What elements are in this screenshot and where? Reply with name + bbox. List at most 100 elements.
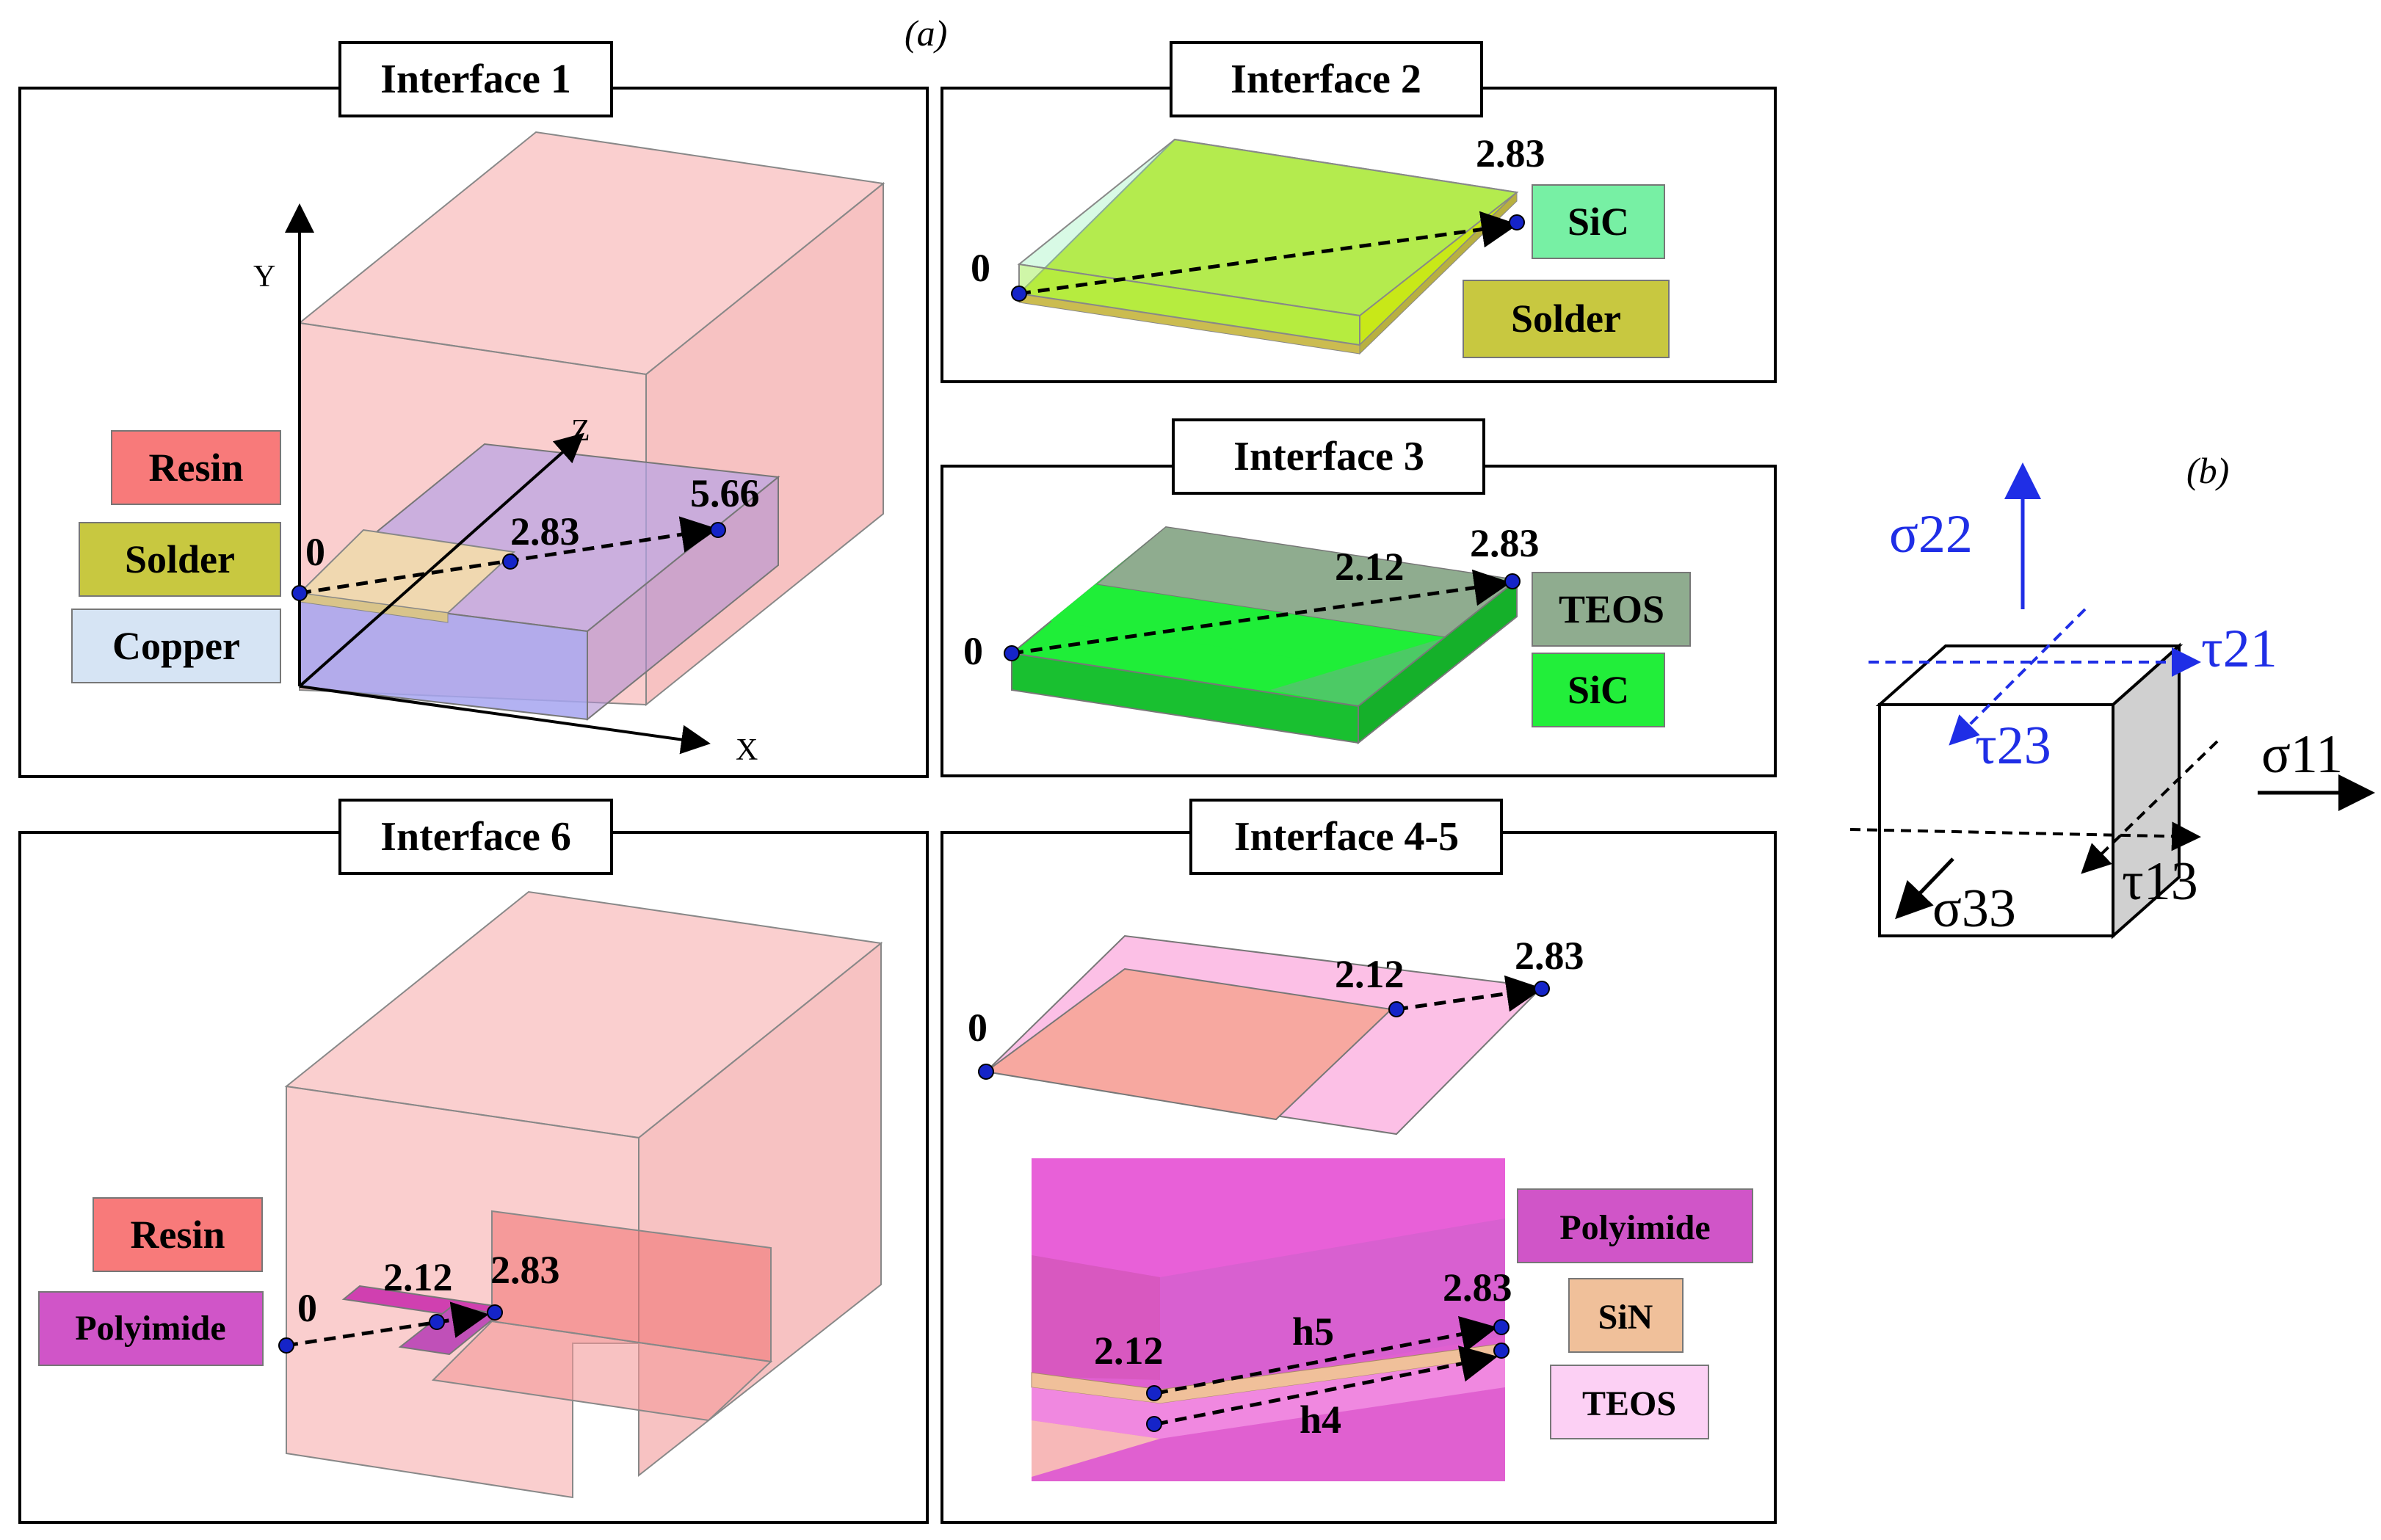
- panel-title: Interface 3: [1233, 434, 1424, 479]
- point-marker: [487, 1304, 503, 1321]
- cross-section-zoom: [1031, 1158, 1506, 1481]
- panel-title-box: [338, 799, 613, 875]
- panel-title-box: [338, 41, 613, 117]
- point-marker: [1004, 645, 1020, 661]
- value-label: 0: [968, 1006, 987, 1050]
- resin-block: [284, 890, 883, 1499]
- legend-label: Solder: [1511, 297, 1621, 341]
- tau23-label: τ23: [1975, 716, 2051, 776]
- value-label: 5.66: [690, 471, 760, 515]
- point-marker: [1504, 573, 1521, 589]
- value-label: 2.83: [1476, 131, 1545, 175]
- legend-swatch-solder: [1463, 280, 1670, 358]
- legend-label: Resin: [130, 1213, 225, 1257]
- path-line: [1018, 211, 1518, 296]
- legend-swatch-sic: [1532, 653, 1665, 727]
- point-marker: [1146, 1416, 1162, 1432]
- legend-swatch-polyimide: [38, 1291, 264, 1366]
- panel-title: Interface 2: [1231, 57, 1421, 102]
- legend-swatch-teos: [1550, 1365, 1709, 1439]
- sic-solder-stack: [1017, 138, 1519, 355]
- legend-swatch-teos: [1532, 572, 1691, 647]
- panel-title-box: [1170, 41, 1483, 117]
- legend-label: SiC: [1568, 668, 1629, 712]
- point-marker: [1509, 214, 1525, 230]
- legend: Polyimide SiN TEOS: [1517, 1188, 1753, 1439]
- dashed-guide: [1849, 821, 2201, 851]
- path-line: [1011, 569, 1511, 655]
- sigma33-arrow: [1895, 857, 1954, 920]
- legend-swatch-solder: [79, 522, 281, 597]
- point-marker: [1493, 1319, 1510, 1335]
- legend: TEOS SiC: [1532, 572, 1691, 727]
- value-label: 2.83: [490, 1248, 560, 1292]
- panel-title: Interface 6: [380, 814, 571, 860]
- sigma11-label: σ11: [2261, 724, 2343, 785]
- legend-swatch-copper: [71, 609, 281, 683]
- stress-cube: [1875, 642, 2184, 940]
- legend-label: Polyimide: [1559, 1208, 1710, 1247]
- legend-label: Solder: [125, 537, 235, 581]
- tau13-label: τ13: [2122, 851, 2198, 912]
- value-label: 0: [963, 629, 983, 673]
- axis-label-z: Z: [571, 414, 590, 448]
- point-marker: [1011, 286, 1027, 302]
- legend-label: Resin: [148, 446, 243, 490]
- cavity-block: [431, 1210, 773, 1422]
- value-label: 0: [971, 246, 990, 290]
- point-marker: [1388, 1001, 1405, 1017]
- teos-sic-stack: [1010, 526, 1519, 745]
- legend-swatch-sin: [1568, 1278, 1684, 1353]
- panel-interface-3: Interface 3 0 2.12 2.83 TEOS SiC: [941, 418, 1777, 777]
- figure-tag-a: (a): [905, 12, 947, 54]
- legend-swatch-sic: [1532, 184, 1665, 259]
- tau13-arrow: [2081, 740, 2219, 874]
- legend-label: TEOS: [1582, 1384, 1676, 1423]
- point-marker: [1493, 1343, 1510, 1359]
- legend-swatch-resin: [93, 1197, 263, 1272]
- path-line: [1396, 975, 1543, 1012]
- value-label: 2.12: [1335, 545, 1405, 589]
- point-marker: [710, 522, 726, 538]
- point-marker: [502, 553, 518, 570]
- panel-title: Interface 4-5: [1234, 814, 1459, 860]
- value-label: 2.83: [1470, 521, 1540, 565]
- point-marker: [291, 585, 308, 601]
- figure-tag-b: (b): [2186, 450, 2229, 491]
- path-line: [299, 516, 718, 595]
- axis-label-y: Y: [253, 260, 275, 294]
- layer-plane: [984, 934, 1544, 1136]
- legend: SiC Solder: [1463, 184, 1670, 358]
- value-label: 2.83: [1515, 934, 1584, 978]
- value-label: 2.83: [510, 509, 580, 553]
- panel-interface-1: Interface 1 Y X Z: [18, 41, 929, 778]
- legend-label: SiN: [1598, 1298, 1653, 1337]
- legend: Resin Solder Copper: [71, 430, 281, 683]
- legend-label: Copper: [112, 624, 240, 668]
- point-marker: [429, 1314, 445, 1330]
- legend: Resin Polyimide: [38, 1197, 264, 1366]
- panel-interface-6: Interface 6 0 2.12 2.83 Resin Polyimide: [18, 799, 929, 1524]
- point-marker: [1534, 981, 1550, 997]
- point-marker: [978, 1064, 994, 1080]
- path-line: [286, 1301, 489, 1348]
- axis-label-x: X: [736, 733, 758, 767]
- path-label-h5: h5: [1292, 1310, 1334, 1354]
- legend-swatch-polyimide: [1517, 1188, 1753, 1263]
- legend-label: SiC: [1568, 200, 1629, 244]
- tau23-arrow: [1949, 608, 2087, 746]
- value-label: 2.83: [1443, 1265, 1512, 1310]
- panel-title-box: [1189, 799, 1503, 875]
- point-marker: [1146, 1385, 1162, 1401]
- value-label: 0: [297, 1286, 317, 1330]
- panel-title: Interface 1: [380, 57, 571, 102]
- value-label: 2.12: [1335, 952, 1405, 996]
- sigma33-label: σ33: [1932, 879, 2016, 939]
- legend-label: Polyimide: [75, 1309, 225, 1348]
- stress-element-panel: σ22 τ21 τ23 σ11 τ13 σ33: [1849, 462, 2375, 940]
- panel-interface-4-5: Interface 4-5 0 2.12 2.83 2.12 2.83: [941, 799, 1777, 1524]
- sigma22-label: σ22: [1889, 504, 1973, 564]
- legend-swatch-resin: [111, 430, 281, 505]
- value-label: 0: [305, 530, 325, 574]
